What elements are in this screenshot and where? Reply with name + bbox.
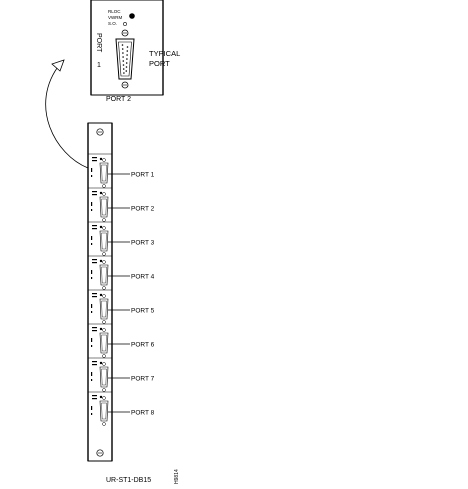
port-label: PORT 8	[131, 410, 155, 417]
detail-bottom-label: PORT 2	[106, 96, 131, 103]
module-card: PORT 1 PORT 2 PORT 3 PORT 4 PORT 5 PORT 6 PORT…	[87, 122, 155, 462]
port-label: PORT 7	[131, 376, 155, 383]
port-label: PORT 2	[131, 206, 155, 213]
port-slot: PORT 6	[88, 323, 155, 358]
port-slots: PORT 1 PORT 2 PORT 3 PORT 4 PORT 5 PORT 6 PORT…	[88, 153, 155, 426]
db15-port-connector-icon	[99, 192, 109, 222]
port-slot: PORT 4	[88, 255, 155, 290]
curved-arrow-icon	[45, 59, 89, 169]
db15-port-connector-icon	[99, 260, 109, 290]
status-led-icon	[129, 13, 135, 19]
db15-port-connector-icon	[99, 328, 109, 358]
port-label: PORT 6	[131, 342, 155, 349]
db15-port-connector-icon	[99, 396, 109, 426]
port-number: 1	[97, 62, 101, 69]
db15-port-connector-icon	[99, 294, 109, 324]
db15-connector-icon	[115, 29, 135, 89]
port-slot: PORT 1	[88, 153, 155, 188]
db15-port-connector-icon	[99, 362, 109, 392]
status-label-vwrm: VWRM	[108, 15, 122, 20]
module-caption: UR-ST1-DB15	[106, 477, 151, 484]
db15-port-connector-icon	[99, 158, 109, 188]
top-screw-icon	[96, 128, 104, 136]
port-label: PORT 1	[131, 172, 155, 179]
port-label: PORT 3	[131, 240, 155, 247]
typical-port-callout-line2: PORT	[149, 59, 170, 68]
status-led-small-icon	[123, 22, 127, 26]
db15-port-connector-icon	[99, 226, 109, 256]
port-slot: PORT 2	[88, 187, 155, 222]
status-label-rloc: RLOC	[108, 9, 121, 14]
port-label: PORT 5	[131, 308, 155, 315]
typical-port-detail: RLOC VWRM S.O. PORT 1	[90, 0, 180, 103]
port-label-vertical: PORT	[95, 33, 102, 53]
port-label: PORT 4	[131, 274, 155, 281]
port-slot: PORT 7	[88, 357, 155, 392]
typical-port-callout-line1: TYPICAL	[149, 49, 180, 58]
port-slot: PORT 3	[88, 221, 155, 256]
bottom-screw-icon	[96, 449, 104, 457]
status-label-so: S.O.	[108, 21, 117, 26]
port-slot: PORT 8	[88, 391, 155, 426]
figure-id: H9814	[174, 469, 180, 484]
port-slot: PORT 5	[88, 289, 155, 324]
